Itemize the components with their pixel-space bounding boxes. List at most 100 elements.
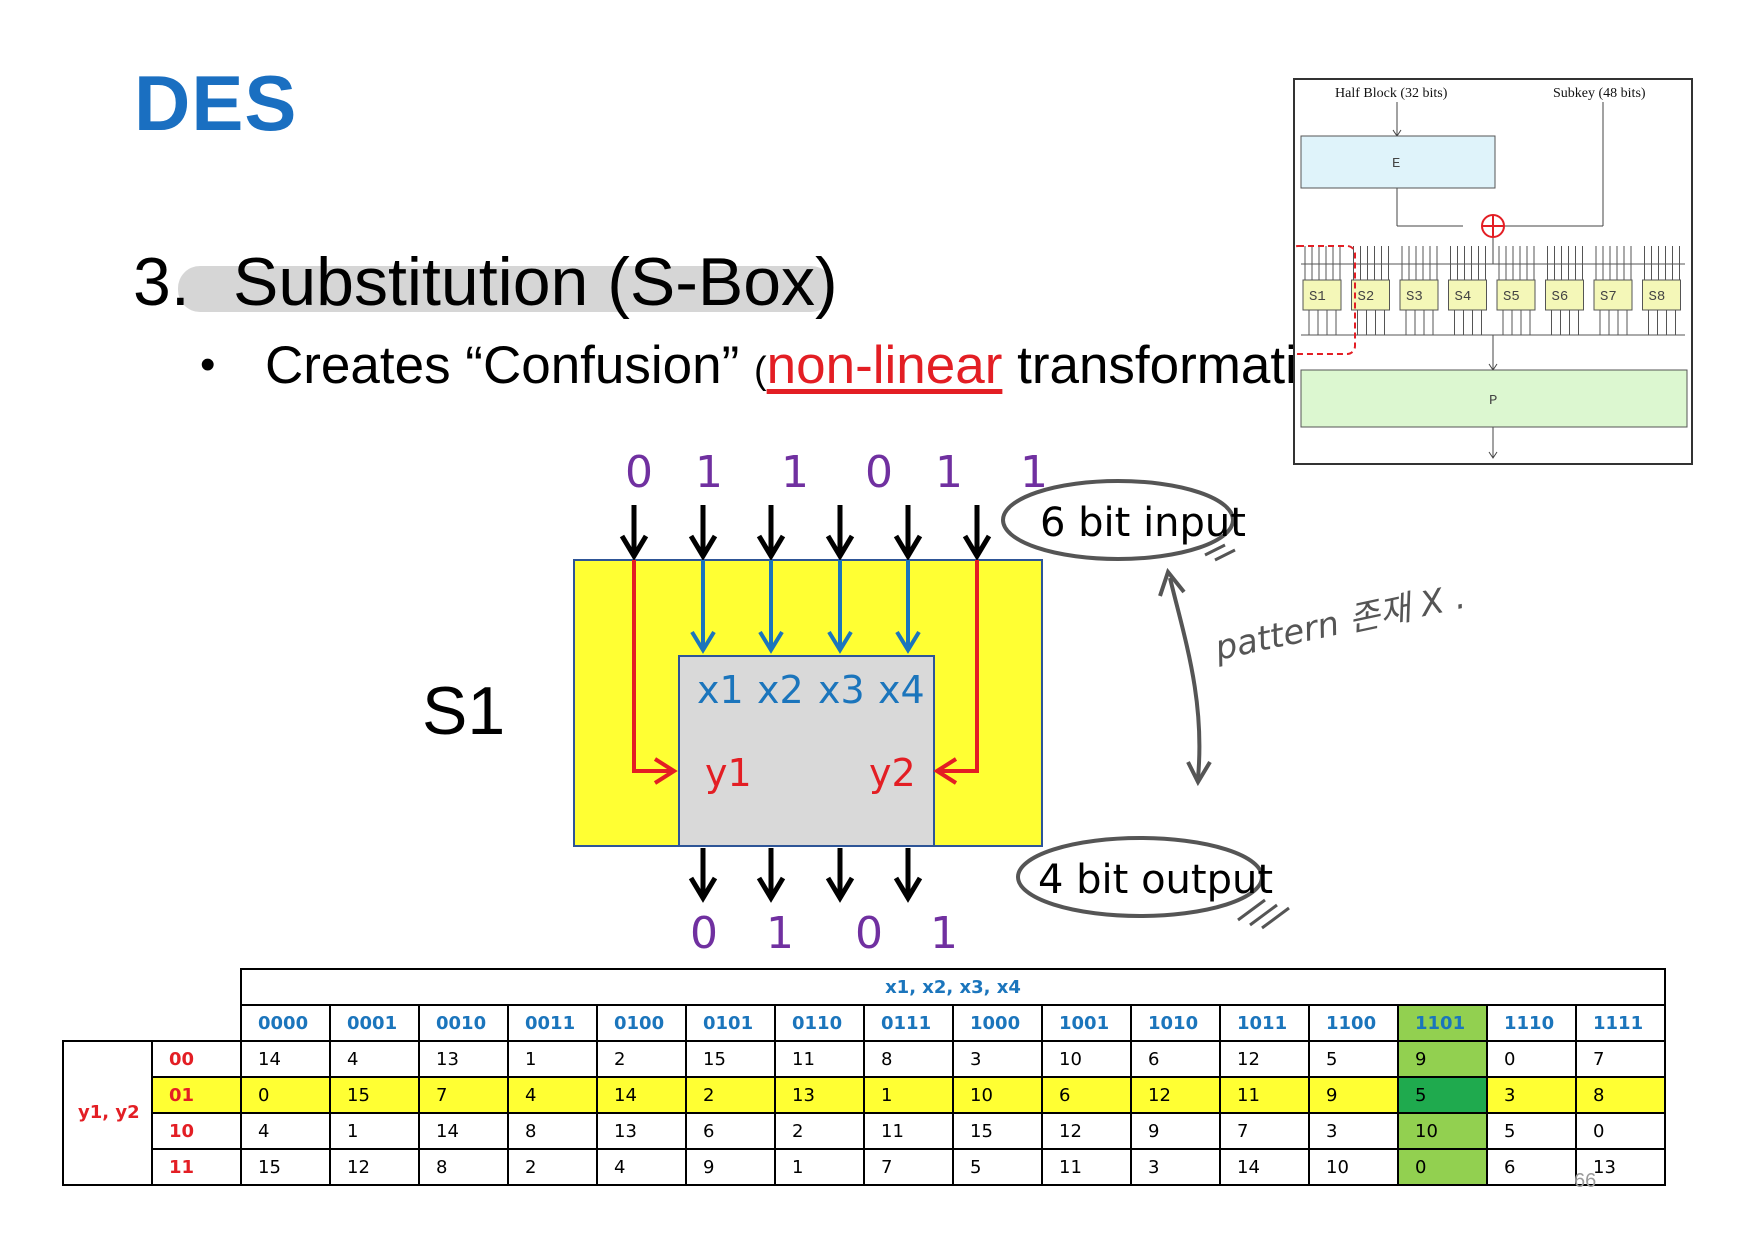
sbox-5-box	[1496, 279, 1536, 311]
table-cell: 4	[507, 1076, 598, 1114]
table-cell: 6	[1130, 1040, 1221, 1078]
output-note-circle	[1016, 836, 1264, 918]
table-cell: 13	[418, 1040, 509, 1078]
table-cell: 0	[1397, 1148, 1488, 1186]
column-code: 0011	[507, 1004, 598, 1042]
column-code: 1100	[1308, 1004, 1399, 1042]
bullet-text: Creates “Confusion” (non-linear transfor…	[265, 335, 1356, 396]
table-cell: 7	[418, 1076, 509, 1114]
column-code: 1101	[1397, 1004, 1488, 1042]
table-cell: 12	[1130, 1076, 1221, 1114]
input-bit: 1	[935, 447, 963, 498]
y-label: y1	[705, 751, 752, 795]
section-heading: 3.Substitution (S-Box)	[133, 243, 838, 321]
table-cell: 0	[1575, 1112, 1666, 1150]
y-label: y2	[869, 751, 916, 795]
row-label: 01	[151, 1076, 242, 1114]
sbox-7-label: S7	[1600, 289, 1617, 305]
table-cell: 6	[685, 1112, 776, 1150]
table-cell: 15	[952, 1112, 1043, 1150]
sbox-4-label: S4	[1455, 289, 1472, 305]
table-cell: 5	[952, 1148, 1043, 1186]
expansion-label: E	[1392, 156, 1400, 172]
column-code: 0101	[685, 1004, 776, 1042]
row-label: 00	[151, 1040, 242, 1078]
x-label: x1	[697, 668, 744, 712]
y-arrows	[632, 560, 979, 785]
table-cell: 13	[774, 1076, 865, 1114]
row-label: 11	[151, 1148, 242, 1186]
column-code: 1010	[1130, 1004, 1221, 1042]
expansion-box	[1300, 135, 1496, 189]
input-bit: 0	[865, 447, 893, 498]
bullet-highlight: non-linear	[766, 336, 1003, 395]
table-cell: 9	[1130, 1112, 1221, 1150]
output-bit: 1	[930, 908, 958, 959]
x-label: x3	[818, 668, 865, 712]
table-cell: 10	[952, 1076, 1043, 1114]
column-code: 0001	[329, 1004, 420, 1042]
sbox-4-box	[1448, 279, 1487, 311]
feistel-function-figure: Half Block (32 bits) Subkey (48 bits) E …	[1293, 78, 1693, 465]
half-block-label: Half Block (32 bits)	[1335, 86, 1448, 101]
column-code: 1000	[952, 1004, 1043, 1042]
x-arrows	[690, 560, 921, 654]
table-cell: 4	[240, 1112, 331, 1150]
column-code: 0010	[418, 1004, 509, 1042]
table-cell: 9	[1397, 1040, 1488, 1078]
table-cell: 11	[1041, 1148, 1132, 1186]
table-cell: 7	[863, 1148, 954, 1186]
table-cell: 3	[1308, 1112, 1399, 1150]
column-code: 1001	[1041, 1004, 1132, 1042]
table-cell: 7	[1219, 1112, 1310, 1150]
s1-highlight	[1295, 245, 1356, 355]
table-cell: 8	[418, 1148, 509, 1186]
table-cell: 4	[329, 1040, 420, 1078]
column-code: 1111	[1575, 1004, 1666, 1042]
input-note-circle	[1001, 479, 1235, 561]
column-code: 0100	[596, 1004, 687, 1042]
table-cell: 15	[685, 1040, 776, 1078]
x-label: x4	[878, 668, 925, 712]
permutation-label: P	[1489, 393, 1497, 409]
sbox-inner	[678, 655, 935, 847]
table-cell: 12	[1219, 1040, 1310, 1078]
table-cell: 11	[774, 1040, 865, 1078]
table-cell: 14	[596, 1076, 687, 1114]
heading-number: 3.	[133, 244, 190, 320]
bullet-paren: (	[754, 350, 767, 392]
table-cell: 9	[1308, 1076, 1399, 1114]
output-arrows	[688, 848, 923, 903]
column-code: 0111	[863, 1004, 954, 1042]
table-cell: 10	[1308, 1148, 1399, 1186]
table-cell: 15	[329, 1076, 420, 1114]
table-cell: 5	[1308, 1040, 1399, 1078]
handwritten-note: pattern 존재 X .	[1211, 577, 1469, 669]
table-cell: 3	[1486, 1076, 1577, 1114]
table-cell: 2	[507, 1148, 598, 1186]
table-cell: 14	[240, 1040, 331, 1078]
table-cell: 10	[1397, 1112, 1488, 1150]
slide-title: DES	[134, 59, 298, 147]
table-cell: 13	[596, 1112, 687, 1150]
subkey-label: Subkey (48 bits)	[1553, 86, 1646, 101]
sbox-label: S1	[422, 673, 506, 749]
table-cell: 12	[1041, 1112, 1132, 1150]
column-code: 0000	[240, 1004, 331, 1042]
row-label: 10	[151, 1112, 242, 1150]
sbox-7-box	[1593, 279, 1633, 311]
table-cell: 1	[863, 1076, 954, 1114]
sbox-8-box	[1642, 279, 1681, 311]
x-label: x2	[757, 668, 804, 712]
sbox-2-box	[1351, 279, 1390, 311]
table-cell: 3	[1130, 1148, 1221, 1186]
table-cell: 9	[685, 1148, 776, 1186]
output-bit: 1	[766, 908, 794, 959]
input-bit: 1	[781, 447, 809, 498]
sbox-8-label: S8	[1649, 289, 1666, 305]
